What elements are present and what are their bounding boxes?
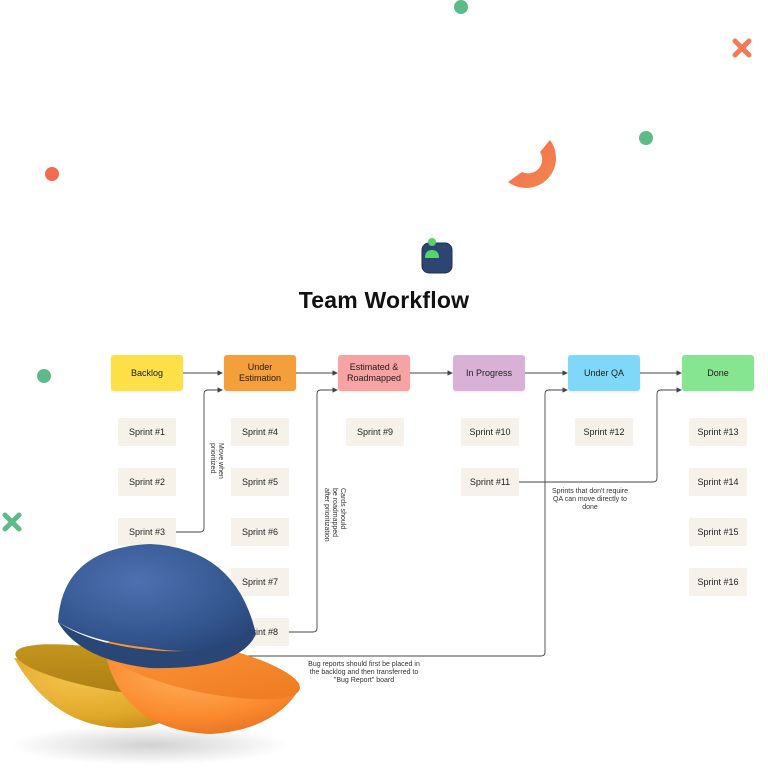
card-sprint-5[interactable]: Sprint #5 [231, 468, 289, 496]
card-sprint-10[interactable]: Sprint #10 [461, 418, 519, 446]
stage-under-qa[interactable]: Under QA [568, 355, 640, 391]
decor-arc-orange [508, 140, 556, 189]
card-sprint-6[interactable]: Sprint #6 [231, 518, 289, 546]
stage-estimated-roadmapped[interactable]: Estimated & Roadmapped [338, 355, 410, 391]
decor-dot-green-top [454, 0, 468, 14]
card-sprint-14[interactable]: Sprint #14 [689, 468, 747, 496]
card-sprint-7[interactable]: Sprint #7 [231, 568, 289, 596]
card-sprint-11[interactable]: Sprint #11 [461, 468, 519, 496]
stage-under-estimation[interactable]: Under Estimation [224, 355, 296, 391]
card-sprint-1[interactable]: Sprint #1 [118, 418, 176, 446]
card-sprint-13[interactable]: Sprint #13 [689, 418, 747, 446]
card-sprint-15[interactable]: Sprint #15 [689, 518, 747, 546]
connector-sprint3-estimation [176, 387, 223, 533]
decor-cross-green [2, 512, 22, 532]
stage-done[interactable]: Done [682, 355, 754, 391]
person-block-icon [421, 238, 453, 274]
decor-dot-green-right [639, 131, 653, 145]
card-sprint-12[interactable]: Sprint #12 [575, 418, 633, 446]
stage-backlog[interactable]: Backlog [111, 355, 183, 391]
card-sprint-9[interactable]: Sprint #9 [346, 418, 404, 446]
connector-sprint11-done [519, 387, 682, 483]
decor-cross-orange [732, 38, 752, 58]
page-title: Team Workflow [298, 287, 470, 313]
card-sprint-16[interactable]: Sprint #16 [689, 568, 747, 596]
connector-sprint8-roadmapped [289, 387, 338, 633]
note-cards-roadmapped: Cards should be roadmapped after priorit… [323, 488, 346, 542]
decor-dot-green-left [37, 369, 51, 383]
hemispheres-illustration [10, 544, 300, 765]
decor-dot-orange-left [45, 167, 59, 181]
card-sprint-2[interactable]: Sprint #2 [118, 468, 176, 496]
note-bug-reports: Bug reports should first be placed in th… [308, 661, 420, 684]
card-sprint-4[interactable]: Sprint #4 [231, 418, 289, 446]
card-sprint-3[interactable]: Sprint #3 [118, 518, 176, 546]
note-move-when-prioritized: Move when prioritized [209, 443, 224, 479]
connector-bug-qa [240, 387, 568, 657]
note-sprints-no-qa: Sprints that don't require QA can move d… [551, 488, 629, 511]
stage-in-progress[interactable]: In Progress [453, 355, 525, 391]
